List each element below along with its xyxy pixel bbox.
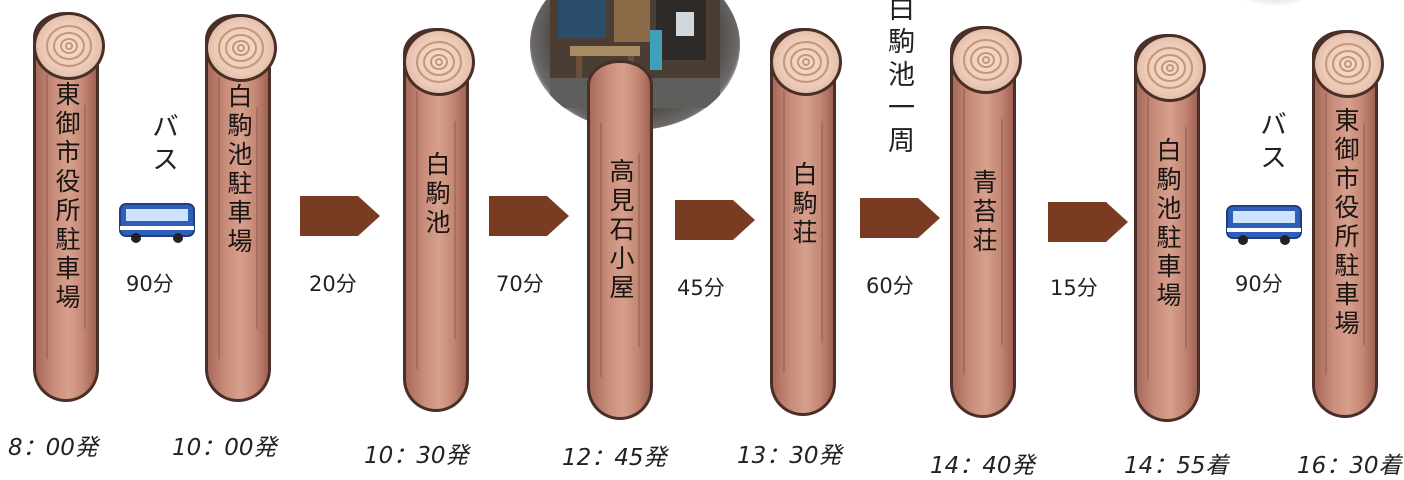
log-ring-icon (1312, 30, 1384, 98)
arrow-right-icon (1048, 200, 1130, 244)
stop-log-2: 白駒池駐車場 (205, 14, 277, 402)
arrow-right-icon (489, 194, 571, 238)
lake-photo-fragment (1240, 0, 1310, 6)
stop-log-4: 高見石小屋 (587, 60, 653, 420)
log-ring-icon (770, 28, 842, 96)
stop-log-1: 東御市役所駐車場 (33, 12, 105, 402)
stop-time: 8：00発 (8, 435, 98, 461)
bus-icon (1225, 202, 1303, 246)
leg-duration: 45分 (677, 276, 725, 300)
stop-name: 白駒池駐車場 (224, 83, 253, 257)
stop-name: 高見石小屋 (606, 158, 635, 303)
leg-note: 白駒池一周 (883, 0, 914, 159)
stop-time: 10：30発 (364, 443, 469, 469)
stop-time: 12：45発 (562, 445, 667, 471)
stop-name: 白駒荘 (789, 161, 818, 248)
stop-name: 白駒池 (422, 151, 451, 238)
log-ring-icon (33, 12, 105, 80)
log-ring-icon (950, 26, 1022, 94)
stop-log-8: 東御市役所駐車場 (1312, 30, 1384, 418)
arrow-right-icon (675, 198, 757, 242)
leg-duration: 20分 (309, 272, 357, 296)
stop-log-6: 青苔荘 (950, 26, 1022, 418)
leg-duration: 70分 (496, 272, 544, 296)
leg-duration: 60分 (866, 274, 914, 298)
arrow-right-icon (300, 194, 382, 238)
log-ring-icon (1134, 34, 1206, 102)
arrow-right-icon (860, 196, 942, 240)
stop-name: 青苔荘 (969, 169, 998, 256)
log-ring-icon (205, 14, 277, 82)
stop-name: 白駒池駐車場 (1153, 137, 1182, 311)
leg-duration: 90分 (1235, 272, 1283, 296)
stop-name: 東御市役所駐車場 (1331, 107, 1360, 339)
stop-name: 東御市役所駐車場 (52, 81, 81, 313)
stop-log-7: 白駒池駐車場 (1134, 34, 1206, 422)
stop-time: 13：30発 (737, 443, 842, 469)
log-ring-icon (403, 28, 475, 96)
leg-mode-label: バス (147, 112, 178, 178)
stop-log-3: 白駒池 (403, 28, 475, 412)
mountain-hut-photo (530, 0, 740, 130)
leg-duration: 90分 (126, 272, 174, 296)
bus-icon (118, 200, 196, 244)
leg-duration: 15分 (1050, 276, 1098, 300)
stop-log-5: 白駒荘 (770, 28, 842, 416)
stop-time: 10：00発 (172, 435, 277, 461)
leg-mode-label: バス (1255, 110, 1286, 176)
